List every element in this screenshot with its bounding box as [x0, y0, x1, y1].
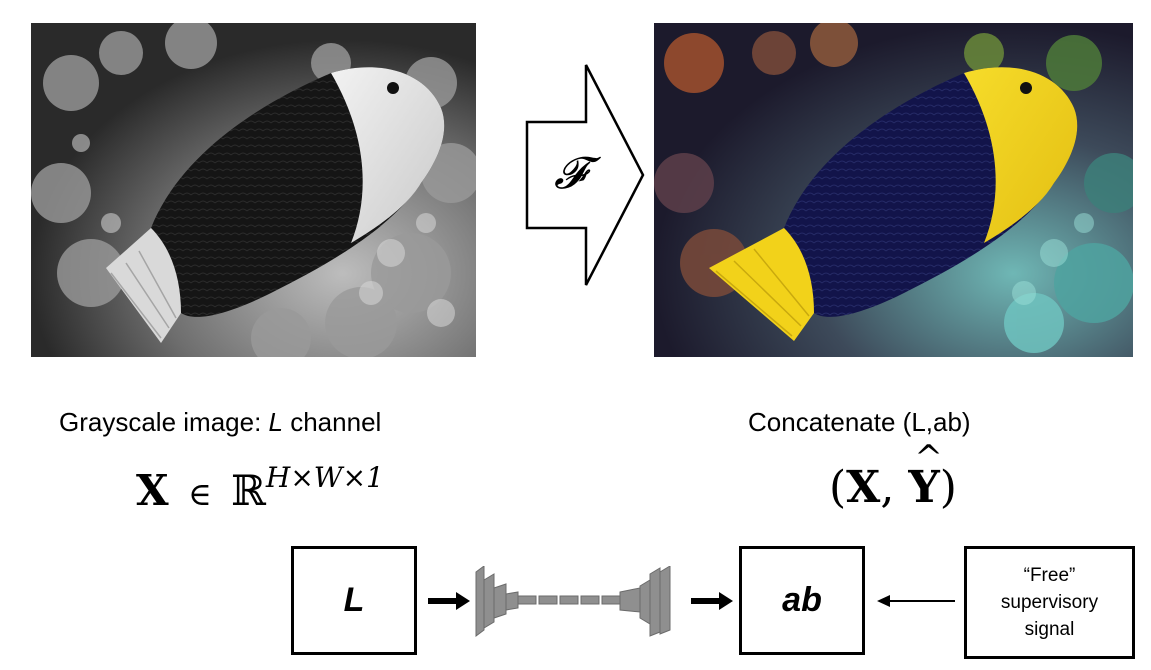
- formula-close-paren: ): [939, 462, 957, 513]
- grayscale-caption-suffix: channel: [283, 407, 382, 437]
- supervisory-signal-text: “Free” supervisory signal: [1001, 562, 1098, 643]
- formula-reals: ℝ: [231, 466, 266, 515]
- input-l-box: L: [291, 546, 417, 655]
- grayscale-formula: X ∈ ℝH×W×1: [136, 461, 384, 515]
- formula-in: ∈: [187, 475, 212, 513]
- concatenate-caption: Concatenate (L,ab): [748, 407, 971, 437]
- grayscale-image: [31, 23, 476, 357]
- formula-open-paren: (: [829, 462, 847, 513]
- formula-x: X: [846, 462, 881, 513]
- signal-line-2: supervisory: [1000, 592, 1099, 613]
- input-arrow: [428, 591, 472, 611]
- output-ab-label: ab: [782, 581, 822, 619]
- grayscale-caption-italic: L: [268, 407, 283, 437]
- colorized-image: [654, 23, 1133, 357]
- signal-line-1: “Free”: [1023, 565, 1076, 586]
- grayscale-caption-text: Grayscale image:: [59, 407, 269, 437]
- supervisory-signal-box: “Free” supervisory signal: [964, 546, 1135, 659]
- formula-comma: ,: [880, 462, 895, 513]
- supervisory-arrow: [877, 594, 957, 608]
- output-arrow: [691, 591, 735, 611]
- formula-exponent: H×W×1: [265, 461, 384, 494]
- formula-x: X: [136, 466, 169, 515]
- input-l-label: L: [343, 581, 365, 619]
- formula-y-hat: ^ Y: [908, 438, 943, 513]
- mapping-arrow: 𝓕: [524, 62, 646, 288]
- formula-hat: ^: [914, 438, 943, 478]
- formula-y: Y: [908, 462, 940, 513]
- output-ab-box: ab: [739, 546, 865, 655]
- mapping-function-symbol: 𝓕: [554, 148, 587, 199]
- grayscale-caption: Grayscale image: L channel: [59, 407, 381, 438]
- network-diagram: [470, 565, 688, 638]
- concatenated-formula: (X, ^ Y ): [829, 438, 957, 513]
- signal-line-3: signal: [1024, 619, 1075, 640]
